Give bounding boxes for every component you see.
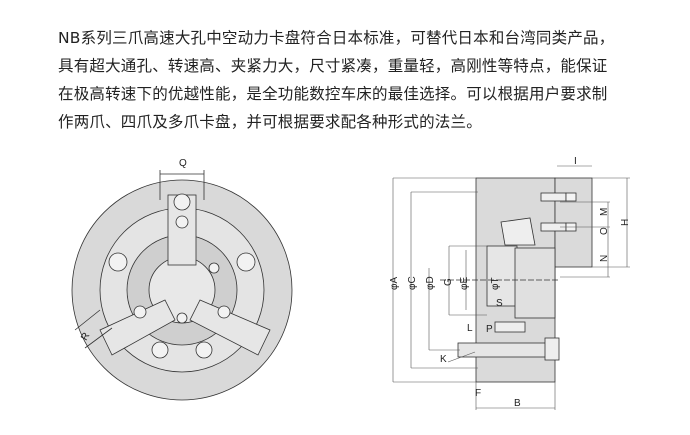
dimension-label-r: R xyxy=(79,331,92,343)
side-view-labels: φA φC φD G φE φT S P L K F B I M O N H xyxy=(389,156,631,409)
description-line: 在极高转速下的优越性能，是全功能数控车床的最佳选择。可以根据用户要求制 xyxy=(58,85,608,103)
product-description: NB系列三爪高速大孔中空动力卡盘符合日本标准，可替代日本和台湾同类产品， 具有超… xyxy=(58,24,658,136)
dimension-label-s: S xyxy=(496,298,503,309)
dimension-label-q: Q xyxy=(179,158,187,169)
dimension-lines xyxy=(392,165,630,410)
chuck-front-view xyxy=(71,170,293,401)
dimension-label-t: φT xyxy=(490,277,501,290)
dimension-label-l: L xyxy=(467,323,473,334)
chuck-side-section xyxy=(440,177,593,383)
dimension-label-a: φA xyxy=(389,277,400,290)
dimension-label-p: P xyxy=(486,324,493,335)
dimension-label-n: N xyxy=(599,255,610,262)
dimension-label-d: φD xyxy=(425,276,436,290)
dimension-label-c: φC xyxy=(407,276,418,290)
dimension-label-g: G xyxy=(443,278,454,286)
dimension-label-m: M xyxy=(599,208,610,216)
dimension-label-h: H xyxy=(620,219,631,226)
dimension-label-o: O xyxy=(599,227,610,235)
description-line: 作两爪、四爪及多爪卡盘，并可根据要求配各种形式的法兰。 xyxy=(58,113,482,131)
dimension-label-i: I xyxy=(574,156,577,167)
description-line: NB系列三爪高速大孔中空动力卡盘符合日本标准，可替代日本和台湾同类产品， xyxy=(58,29,615,47)
dimension-label-b: B xyxy=(514,398,521,409)
dimension-label-k: K xyxy=(440,354,447,365)
dimension-label-f: F xyxy=(475,388,481,399)
description-line: 具有超大通孔、转速高、夹紧力大，尺寸紧凑，重量轻，高刚性等特点，能保证 xyxy=(58,57,608,75)
dimension-label-e: φE xyxy=(459,277,470,290)
